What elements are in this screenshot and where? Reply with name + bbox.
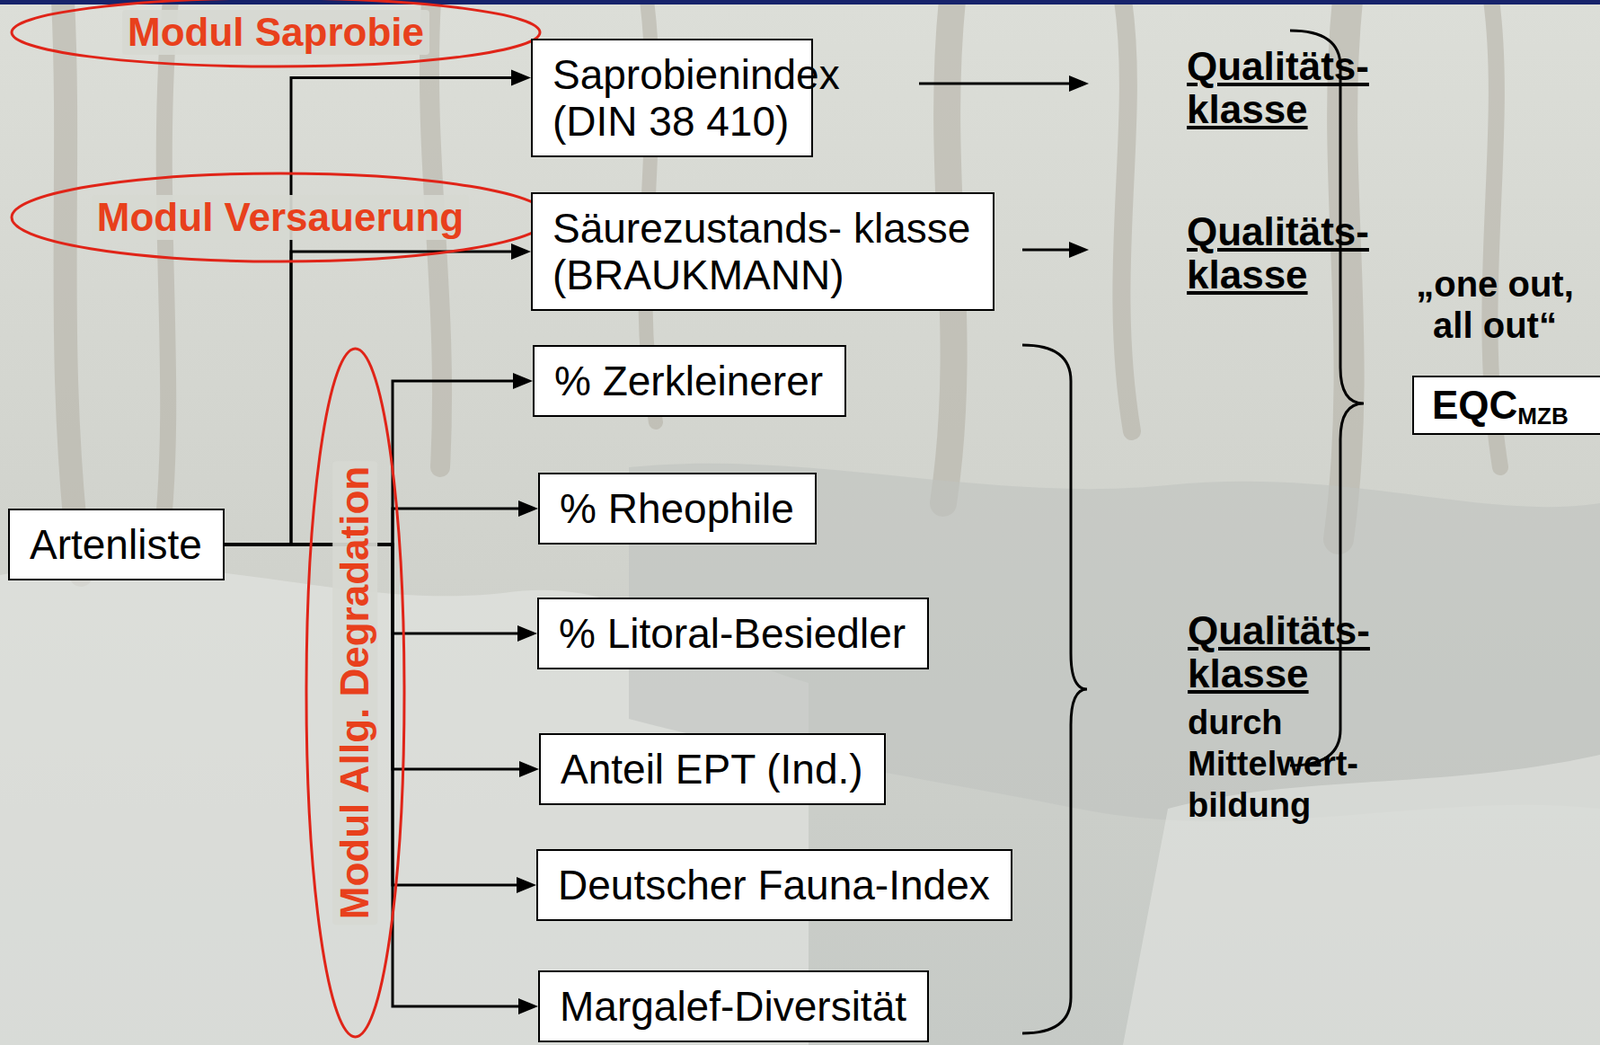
tree-trunk (62, 0, 81, 575)
connector-arrow (224, 243, 531, 545)
arrow-head (512, 372, 533, 389)
result-box: EQCMZB (1412, 375, 1600, 435)
connector-arrow (224, 544, 539, 1015)
metric-box: Säurezustands- klasse (BRAUKMANN) (530, 192, 995, 311)
module-name: Modul Versauerung (91, 194, 469, 240)
metric-box: Anteil EPT (Ind.) (539, 733, 886, 805)
arrow-head (511, 70, 531, 87)
arrow-head (518, 500, 539, 517)
box-text: % Zerkleinerer (554, 357, 825, 405)
box-text: Saprobienindex (DIN 38 410) (552, 51, 792, 145)
result-text: EQC (1432, 382, 1518, 428)
curly-brace (1290, 30, 1364, 766)
arrow-head (518, 998, 539, 1015)
arrow-head (1069, 75, 1089, 92)
result-arrow (1022, 241, 1089, 258)
connector-arrow (224, 544, 540, 778)
arrow-line (1022, 248, 1071, 252)
module-ellipse: Modul Versauerung (9, 171, 551, 264)
result-label: Qualitäts- klasse (1186, 44, 1190, 132)
ellipse-shape (11, 173, 549, 262)
result-label: Qualitäts- klasse (1187, 609, 1191, 696)
box-text: Anteil EPT (Ind.) (560, 745, 865, 793)
connector-arrow (224, 372, 533, 545)
arrow-head (516, 876, 537, 893)
ellipse-shape (11, 0, 540, 67)
module-ellipse: Modul Saprobie (9, 0, 542, 69)
arrow-head (511, 243, 531, 260)
top-bar (0, 0, 1600, 5)
snow-bank (1122, 754, 1600, 1045)
result-subscript: MZB (1517, 402, 1568, 431)
box-text: Säurezustands- klasse (BRAUKMANN) (552, 204, 973, 299)
box-text: Deutscher Fauna-Index (557, 861, 991, 909)
arrow-line (919, 82, 1071, 86)
box-text: Margalef-Diversität (559, 982, 908, 1030)
box-text: % Litoral-Besiedler (558, 609, 908, 657)
metric-box: Margalef-Diversität (538, 970, 929, 1043)
arrow-head (517, 625, 538, 642)
module-name: Modul Allg. Degradation (333, 460, 379, 925)
metric-box: Saprobienindex (DIN 38 410) (530, 38, 814, 158)
connector-arrow (224, 544, 538, 642)
curly-braces (1022, 30, 1364, 1034)
result-label: Qualitäts- klasse (1186, 210, 1190, 297)
metric-box: % Rheophile (538, 472, 817, 545)
arrow-head (1069, 241, 1089, 258)
box-text: % Rheophile (559, 485, 796, 532)
arrow-head (519, 760, 540, 778)
metric-box: % Litoral-Besiedler (537, 597, 929, 670)
result-label: „one out, all out“ (1414, 263, 1575, 346)
result-label: durch Mittelwert- bildung (1187, 701, 1191, 826)
metric-box: % Zerkleinerer (532, 344, 847, 417)
connector-arrow (224, 500, 539, 545)
box-text: Artenliste (29, 521, 204, 568)
result-arrow (919, 75, 1089, 92)
ellipse-shape (306, 348, 405, 1037)
curly-brace (1022, 344, 1088, 1034)
connector-arrow (224, 70, 531, 545)
connector-arrow (224, 544, 537, 893)
tree-trunk (161, 0, 171, 540)
tree-trunk (1121, 0, 1132, 432)
module-name: Modul Saprobie (122, 9, 430, 55)
metric-box: Deutscher Fauna-Index (536, 848, 1013, 921)
metric-box: Artenliste (8, 508, 225, 581)
module-ellipse: Modul Allg. Degradation (304, 346, 407, 1039)
